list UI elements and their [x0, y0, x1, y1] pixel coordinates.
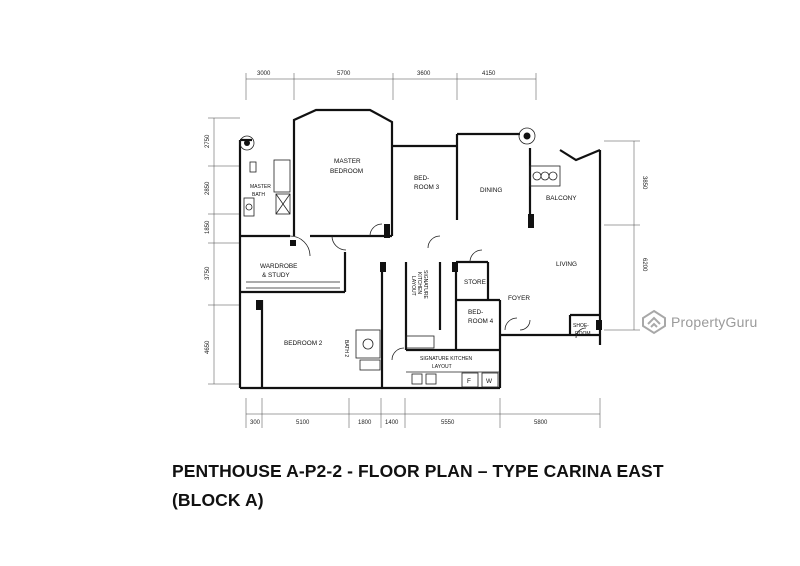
label-master-bedroom-2: BEDROOM [330, 168, 363, 175]
bath-fixtures [243, 159, 381, 371]
dim-left-2: 2850 [205, 181, 211, 195]
wardrobe-closet [246, 281, 340, 289]
label-fridge: F [467, 378, 471, 385]
label-store: STORE [464, 279, 486, 286]
label-bath2: BATH 2 [343, 340, 349, 357]
label-dining: DINING [480, 187, 502, 194]
dim-bottom-1: 300 [250, 420, 261, 426]
dim-left-4: 3750 [205, 266, 211, 280]
label-shoe-room-2: ROOM [575, 331, 591, 337]
label-balcony: BALCONY [546, 195, 577, 202]
propertyguru-watermark: PropertyGuru [641, 309, 757, 335]
left-dimension-chain: 2750 2850 1850 3750 4650 [205, 117, 240, 385]
label-bedroom3-2: ROOM 3 [414, 184, 440, 191]
dim-bottom-2: 5100 [296, 420, 310, 426]
dim-top-2: 5700 [337, 71, 351, 77]
label-living: LIVING [556, 261, 577, 268]
door-swings [289, 223, 587, 361]
label-master-bedroom-1: MASTER [334, 158, 361, 165]
structural-columns [256, 214, 602, 330]
dim-left-5: 4650 [205, 340, 211, 354]
dim-right-1: 3850 [641, 176, 647, 190]
label-kitchen-vertical-2: KITCHEN [416, 272, 422, 294]
label-bedroom3-1: BED- [414, 175, 429, 182]
dim-right-2: 6200 [641, 258, 647, 272]
dim-left-3: 1850 [205, 220, 211, 234]
label-kitchen-bottom-2: LAYOUT [432, 364, 452, 370]
label-master-bath-1: MASTER [250, 184, 271, 190]
plan-caption-line2: (BLOCK A) [172, 490, 264, 510]
dim-left-1: 2750 [205, 134, 211, 148]
propertyguru-logo-icon [642, 309, 666, 335]
label-master-bath-2: BATH [252, 192, 265, 198]
dim-bottom-6: 5800 [534, 420, 548, 426]
room-labels: MASTER BEDROOM MASTER BATH BED- ROOM 3 D… [250, 158, 591, 385]
kitchen-counter [405, 335, 500, 388]
balcony-planters [529, 165, 561, 187]
dim-bottom-4: 1400 [385, 420, 399, 426]
corner-columns [239, 127, 536, 151]
interior-walls [240, 140, 600, 388]
watermark-text: PropertyGuru [671, 314, 758, 330]
dim-bottom-5: 5550 [441, 420, 455, 426]
bottom-dimension-chain: 300 5100 1800 1400 5550 5800 [245, 398, 601, 428]
dim-top-4: 4150 [482, 71, 496, 77]
label-foyer: FOYER [508, 295, 530, 302]
label-shoe-room-1: SHOE- [573, 323, 589, 329]
label-washer: W [486, 378, 493, 385]
label-bedroom4-2: ROOM 4 [468, 318, 494, 325]
right-dimension-chain: 3850 6200 [604, 140, 647, 331]
dim-bottom-3: 1800 [358, 420, 372, 426]
label-bedroom4-1: BED- [468, 309, 483, 316]
label-bedroom2: BEDROOM 2 [284, 340, 323, 347]
dim-top-3: 3600 [417, 71, 431, 77]
dim-top-1: 3000 [257, 71, 271, 77]
label-kitchen-vertical-3: LAYOUT [410, 276, 416, 296]
label-wardrobe-1: WARDROBE [260, 263, 297, 270]
label-wardrobe-2: & STUDY [262, 272, 290, 279]
top-dimension-chain: 3000 5700 3600 4150 [245, 71, 537, 100]
label-kitchen-vertical-1: SIGNATURE [422, 270, 428, 299]
label-kitchen-bottom-1: SIGNATURE KITCHEN [420, 356, 473, 362]
plan-caption-line1: PENTHOUSE A-P2-2 - FLOOR PLAN – TYPE CAR… [172, 461, 664, 481]
